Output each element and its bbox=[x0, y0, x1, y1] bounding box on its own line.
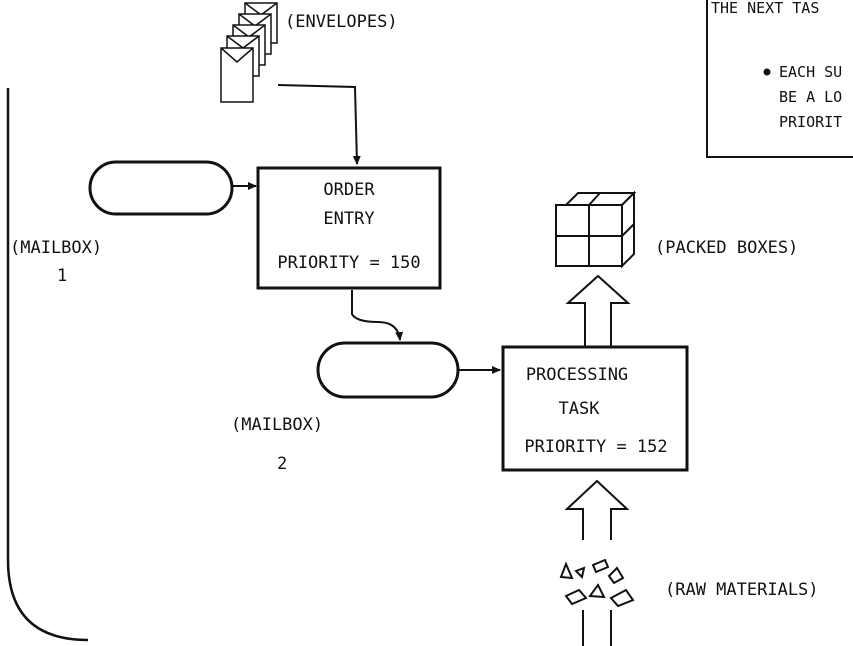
raw-materials-to-processing-hollow-arrow bbox=[567, 481, 627, 540]
note-line-3: BE A LO bbox=[779, 88, 842, 106]
envelopes-icon bbox=[221, 3, 277, 102]
mailbox-2-label: (MAILBOX) bbox=[231, 415, 323, 435]
processing-task-line-1: PROCESSING bbox=[526, 365, 628, 385]
note-line-2: EACH SU bbox=[779, 63, 842, 81]
order-entry-priority: PRIORITY = 150 bbox=[277, 253, 420, 273]
mailbox-1-shape bbox=[90, 162, 232, 214]
raw-materials-label: (RAW MATERIALS) bbox=[665, 580, 819, 600]
order-entry-to-mailbox-2-arrow bbox=[352, 290, 400, 340]
note-line-1: THE NEXT TAS bbox=[711, 0, 819, 17]
processing-task-line-2: TASK bbox=[559, 399, 601, 419]
order-entry-line-1: ORDER bbox=[323, 180, 375, 200]
processing-to-boxes-hollow-arrow bbox=[568, 276, 628, 346]
mailbox-2-number: 2 bbox=[277, 454, 287, 474]
packed-boxes-label: (PACKED BOXES) bbox=[655, 238, 798, 258]
order-entry-line-2: ENTRY bbox=[323, 209, 374, 229]
outer-frame-border bbox=[8, 88, 88, 640]
mailbox-1-number: 1 bbox=[57, 266, 67, 286]
note-line-4: PRIORIT bbox=[779, 113, 842, 131]
mailbox-1-label: (MAILBOX) bbox=[10, 238, 102, 258]
processing-task-priority: PRIORITY = 152 bbox=[524, 437, 667, 457]
packed-boxes-icon bbox=[556, 193, 634, 266]
envelopes-to-order-entry-arrow bbox=[278, 85, 357, 164]
order-entry-box: ORDER ENTRY PRIORITY = 150 bbox=[258, 168, 440, 288]
processing-task-box: PROCESSING TASK PRIORITY = 152 bbox=[503, 347, 687, 470]
raw-materials-icon bbox=[561, 560, 633, 606]
mailbox-2-shape bbox=[318, 343, 458, 397]
envelopes-label: (ENVELOPES) bbox=[285, 12, 398, 32]
note-bullet-icon bbox=[764, 69, 771, 76]
note-box: THE NEXT TAS EACH SU BE A LO PRIORIT bbox=[707, 0, 853, 157]
